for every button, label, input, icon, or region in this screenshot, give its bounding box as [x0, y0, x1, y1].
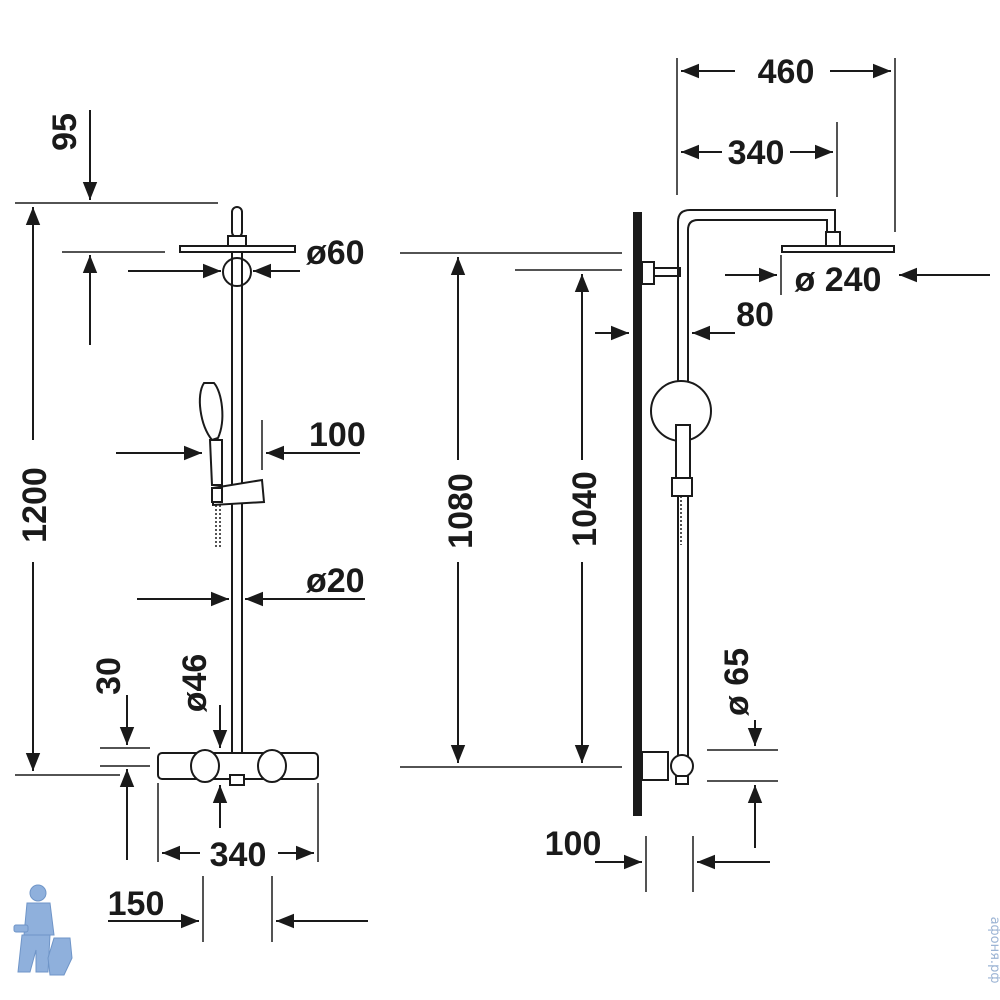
watermark-text: афоня.рф [987, 917, 1000, 984]
side-view: 460 340 ø 240 80 1080 1040 ø 65 [400, 53, 990, 892]
dim-dia60-label: ø60 [306, 234, 365, 272]
hand-shower [198, 382, 266, 548]
overhead-shower-side [781, 245, 895, 253]
dim-1200-label: 1200 [16, 467, 54, 543]
dim-150-label: 150 [108, 885, 165, 923]
riser-arm [677, 209, 836, 765]
dim-1040-label: 1040 [566, 471, 604, 547]
dim-100-front-label: 100 [309, 416, 366, 454]
wall-bracket-disc [222, 257, 252, 287]
dim-95-label: 95 [46, 113, 84, 151]
dim-100-side-label: 100 [545, 825, 602, 863]
dim-dia65-label: ø 65 [718, 648, 756, 716]
overhead-shower-nozzle [231, 206, 243, 238]
dim-1080-label: 1080 [442, 473, 480, 549]
dim-dia240-label: ø 240 [795, 261, 882, 299]
dim-dia20-label: ø20 [306, 562, 365, 600]
dim-460-label: 460 [758, 53, 815, 91]
plumber-logo [13, 884, 73, 976]
thermostat-mixer [157, 749, 319, 786]
dim-80-label: 80 [736, 296, 774, 334]
dim-340-front-label: 340 [210, 836, 267, 874]
bottom-connector [670, 754, 694, 778]
dim-30-label: 30 [90, 657, 128, 695]
dim-340-side-label: 340 [728, 134, 785, 172]
wall-panel [633, 212, 642, 816]
dim-dia46-label: ø46 [176, 654, 214, 713]
overhead-shower-plate [179, 245, 296, 253]
front-view: 95 1200 ø60 100 ø20 30 ø46 340 [15, 110, 368, 942]
